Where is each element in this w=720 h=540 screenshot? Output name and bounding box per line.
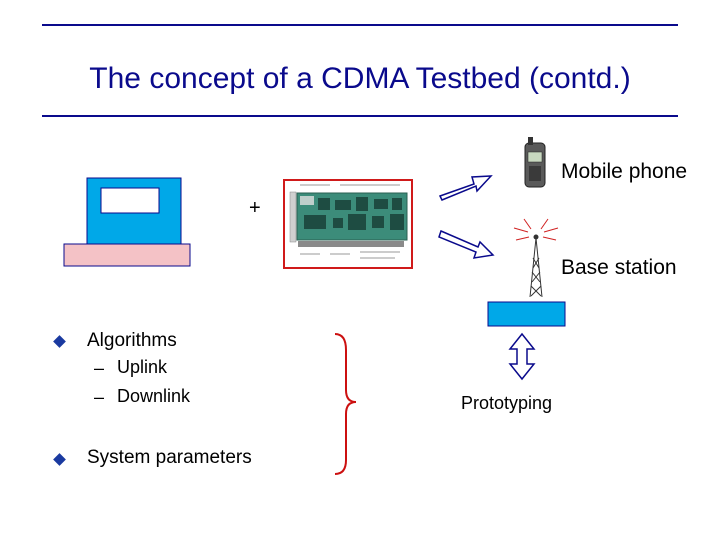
- mobile-phone-icon: [524, 137, 546, 188]
- prototyping-label: Prototyping: [461, 393, 553, 413]
- dsp-board-icon: [283, 179, 413, 269]
- title-underline: [42, 115, 678, 117]
- computer-icon: [63, 177, 191, 267]
- base-station-label: Base station: [561, 256, 677, 279]
- arrow-right-icon: [438, 175, 493, 201]
- slide-title: The concept of a CDMA Testbed (contd.): [89, 62, 631, 95]
- antenna-tower-icon: [513, 218, 559, 298]
- subbullet-downlink: Downlink: [117, 386, 191, 406]
- subbullet-uplink: Uplink: [117, 357, 168, 377]
- red-brace: [334, 333, 357, 475]
- mobile-phone-label: Mobile phone: [561, 160, 688, 183]
- base-station-box: [487, 301, 566, 327]
- plus-sign: +: [249, 197, 261, 219]
- subbullet-dash: –: [94, 387, 105, 407]
- arrow-right-icon: [438, 229, 495, 259]
- double-arrow-icon: [508, 332, 536, 381]
- bullet-system-parameters: System parameters: [87, 447, 252, 468]
- top-rule: [42, 24, 678, 26]
- subbullet-dash: –: [94, 358, 105, 378]
- bullet-algorithms: Algorithms: [87, 330, 177, 351]
